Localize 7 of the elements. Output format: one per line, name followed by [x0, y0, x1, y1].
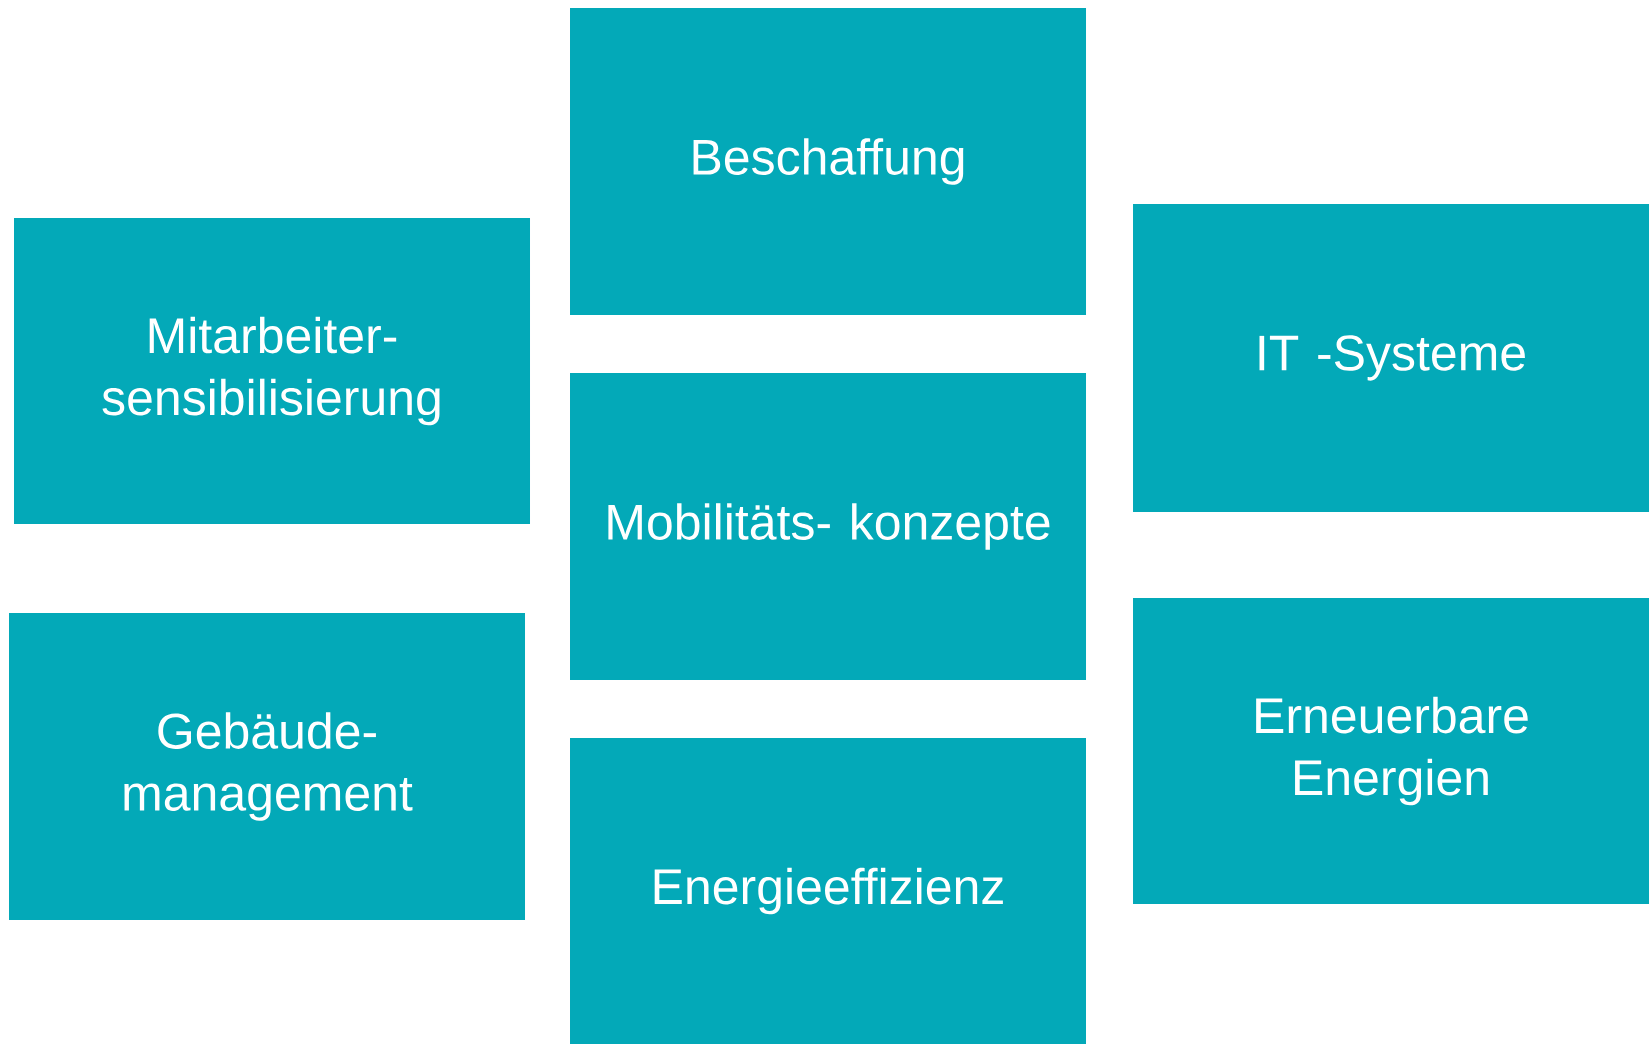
- topic-box: IT -Systeme: [1133, 204, 1649, 512]
- topic-box: Beschaffung: [570, 8, 1086, 315]
- topic-box: Mitarbeiter- sensibilisierung: [14, 218, 530, 524]
- topic-box: Erneuerbare Energien: [1133, 598, 1649, 904]
- topic-box: Mobilitäts- konzepte: [570, 373, 1086, 680]
- topic-box: Gebäude- management: [9, 613, 525, 920]
- topic-box: Energieeffizienz: [570, 738, 1086, 1044]
